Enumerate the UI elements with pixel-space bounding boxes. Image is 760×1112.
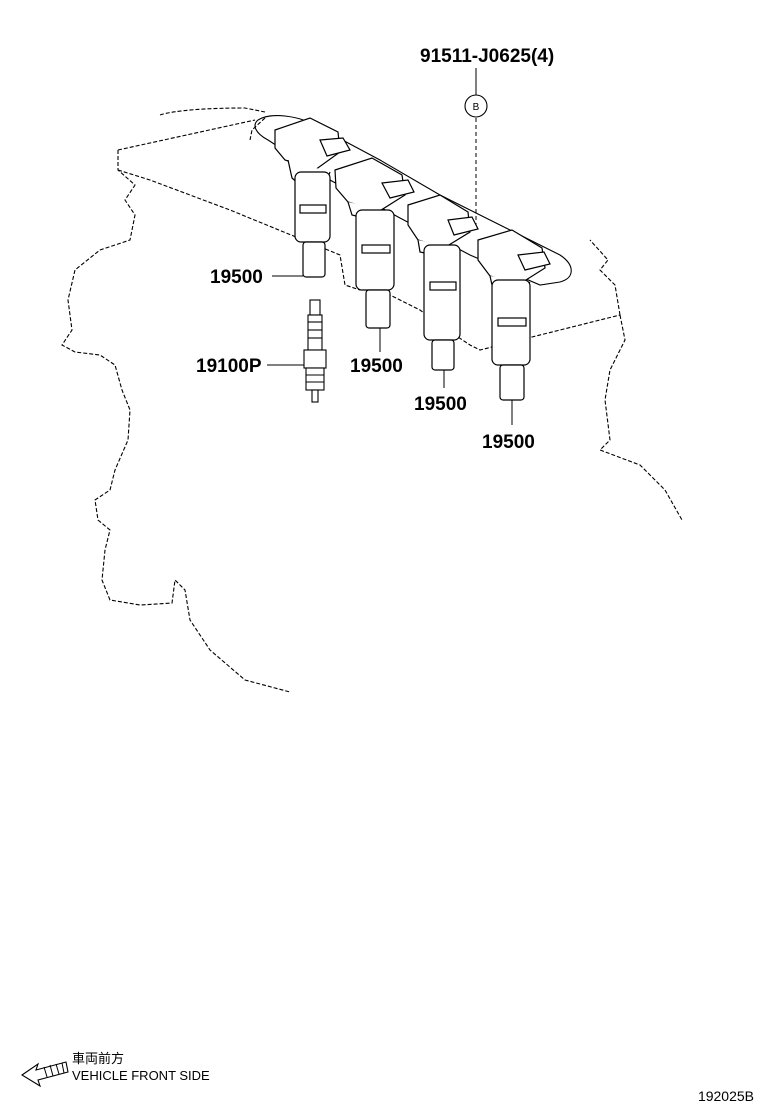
valve-cover: [254, 115, 572, 286]
ignition-coil-4: [477, 229, 551, 401]
callout-b: B: [464, 94, 488, 118]
coil-2-part-number: 19500: [350, 356, 403, 377]
ignition-coil-3: [407, 194, 479, 371]
leader-lines: [267, 68, 513, 425]
legend-english: VEHICLE FRONT SIDE: [72, 1068, 210, 1083]
coil-1-part-number: 19500: [210, 267, 263, 288]
front-arrow-icon: [20, 1061, 69, 1088]
bolt-part-number: 91511-J0625(4): [420, 46, 554, 67]
engine-outline: [61, 107, 683, 693]
spark-plug-part-number: 19100P: [196, 356, 262, 377]
coil-3-part-number: 19500: [414, 394, 467, 415]
legend-japanese: 車両前方: [72, 1051, 125, 1066]
front-direction-legend: 車両前方 VEHICLE FRONT SIDE: [72, 1050, 210, 1084]
ignition-coil-1: [274, 117, 351, 278]
ignition-coil-2: [334, 157, 415, 329]
figure-code: 192025B: [697, 1088, 754, 1104]
spark-plug: [303, 299, 327, 403]
svg-text:B: B: [473, 102, 480, 113]
coil-4-part-number: 19500: [482, 432, 535, 453]
